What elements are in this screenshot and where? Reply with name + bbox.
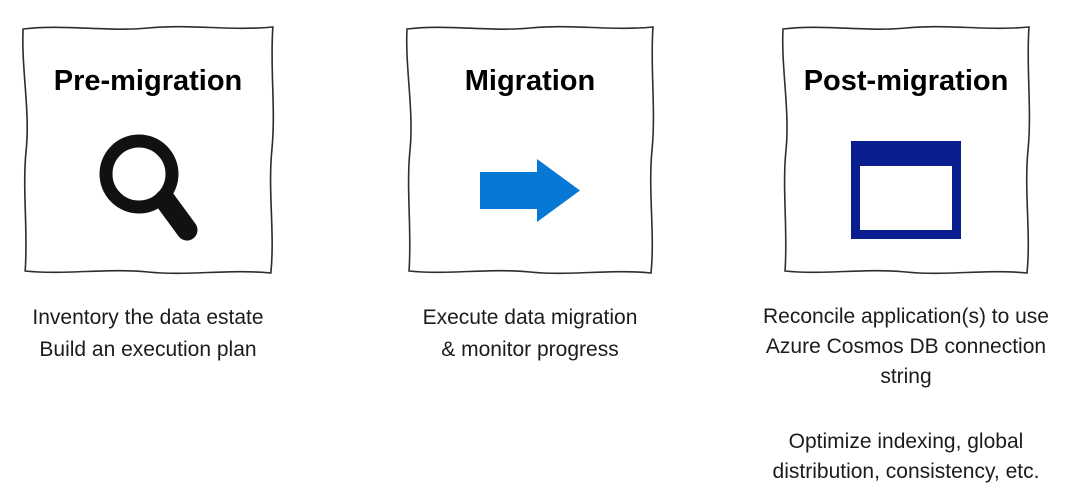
stage-post-migration: Post-migration Reconcile application(s) … <box>741 0 1071 493</box>
caption-line: Reconcile application(s) to use <box>763 305 1049 328</box>
arrow-right-icon <box>480 158 580 222</box>
caption-line: Azure Cosmos DB connection <box>765 335 1047 358</box>
stage-caption: Execute data migration & monitor progres… <box>390 302 670 366</box>
app-window-icon <box>851 141 961 239</box>
caption-line: string <box>880 365 932 388</box>
stage-caption: Inventory the data estate Build an execu… <box>8 302 288 366</box>
stage-box: Migration <box>399 19 661 281</box>
caption-line: Optimize indexing, global <box>788 430 1024 453</box>
caption-line: Inventory the data estate <box>32 306 264 329</box>
magnifier-icon <box>99 134 198 241</box>
caption-line: Execute data migration <box>422 306 638 329</box>
stage-title: Pre-migration <box>53 65 243 97</box>
caption-line: & monitor progress <box>441 338 619 361</box>
stage-migration: Migration Execute data migration & monit… <box>390 0 670 493</box>
stage-title: Post-migration <box>803 65 1009 97</box>
stage-caption: Reconcile application(s) to use Azure Co… <box>741 302 1071 487</box>
stage-pre-migration: Pre-migration Inventory the data estate … <box>8 0 288 493</box>
caption-line: distribution, consistency, etc. <box>772 460 1040 483</box>
stage-title: Migration <box>464 65 596 97</box>
stage-box: Pre-migration <box>15 19 281 281</box>
caption-line: Build an execution plan <box>39 338 257 361</box>
stage-box: Post-migration <box>775 19 1037 281</box>
